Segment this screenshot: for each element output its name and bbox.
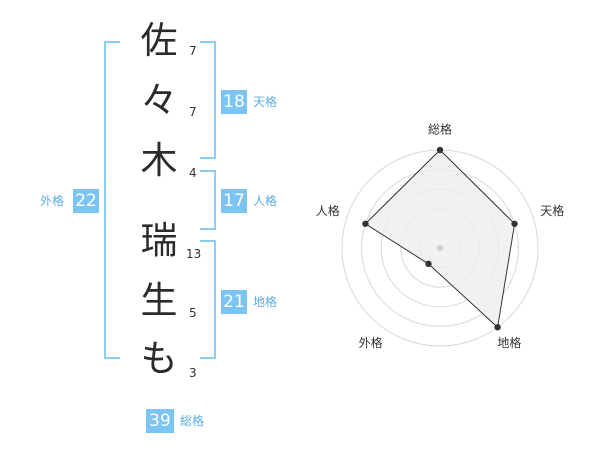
name-char-4: 瑞 — [140, 219, 178, 262]
radar-center-dot — [437, 245, 443, 251]
chikaku-value: 21 — [221, 290, 247, 314]
name-char-3: 木 — [140, 139, 178, 182]
jinkaku-label: 人格 — [253, 194, 278, 208]
chikaku-label: 地格 — [253, 295, 278, 309]
radar-point — [494, 324, 501, 331]
stroke-count-3: 4 — [189, 166, 197, 180]
radar-axis-label: 天格 — [540, 203, 564, 218]
gaikaku-bracket — [104, 41, 120, 359]
radar-axis-label: 総格 — [428, 122, 452, 137]
jinkaku-value: 17 — [221, 189, 247, 213]
name-char-6: も — [140, 337, 178, 380]
soukaku-label: 総格 — [180, 414, 205, 428]
stroke-count-1: 7 — [189, 44, 197, 58]
radar-point — [362, 220, 369, 227]
radar-point — [436, 146, 444, 154]
radar-point — [425, 260, 432, 268]
radar-points — [362, 146, 518, 331]
radar-area — [364, 149, 516, 329]
radar-axis-label: 地格 — [497, 335, 521, 350]
name-char-1: 佐 — [140, 19, 178, 62]
tenkaku-value: 18 — [221, 90, 247, 114]
soukaku-value: 39 — [146, 409, 174, 433]
tenkaku-bracket — [200, 41, 216, 159]
jinkaku-bracket — [200, 170, 216, 230]
chikaku-bracket — [200, 240, 216, 359]
radar-axis-label: 人格 — [316, 203, 340, 218]
radar-axis-label: 外格 — [359, 335, 383, 350]
tenkaku-label: 天格 — [253, 95, 278, 109]
gaikaku-value: 22 — [73, 189, 99, 213]
gaikaku-label: 外格 — [40, 194, 65, 208]
stroke-count-5: 5 — [189, 306, 197, 320]
name-char-2: 々 — [140, 79, 178, 122]
name-char-5: 生 — [140, 279, 178, 322]
stroke-count-6: 3 — [189, 366, 197, 380]
radar-point — [511, 220, 518, 227]
stroke-count-4: 13 — [186, 247, 202, 261]
stroke-count-2: 7 — [189, 105, 197, 119]
